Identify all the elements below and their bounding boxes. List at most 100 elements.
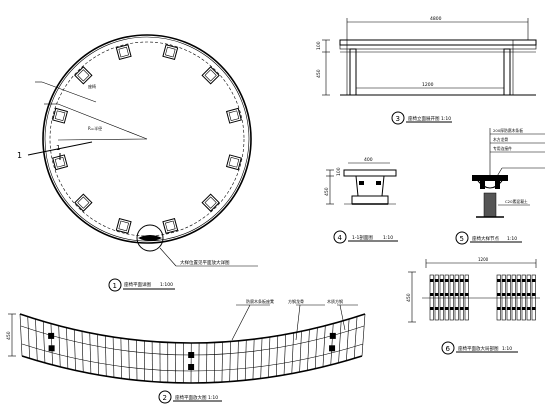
grid-slat-block bbox=[455, 307, 459, 310]
grid-slat-block bbox=[507, 307, 511, 310]
cut-mark-right: 1 bbox=[56, 144, 60, 152]
bench-plan-2: 450 防腐木条板座凳 方钢龙骨 木质方钢 2 座椅平面放大图 1:10 bbox=[6, 298, 365, 403]
detail5-note-1: 200厚防腐木条板 bbox=[493, 128, 523, 133]
bench-slat-line bbox=[35, 319, 37, 361]
plan-small-note: 座椅 bbox=[88, 83, 96, 89]
grid-slat-block bbox=[502, 307, 506, 310]
bench-slat-line bbox=[339, 321, 342, 362]
bench-support-block bbox=[188, 364, 194, 370]
bench-slat-line bbox=[222, 342, 223, 382]
elev6-title: 座椅平面放大局部图 bbox=[458, 345, 499, 352]
plan2-number: 2 bbox=[163, 394, 167, 402]
grid-slat-block bbox=[527, 279, 531, 282]
plan2-dim-side: 450 bbox=[6, 331, 12, 340]
grid-slat-block bbox=[532, 279, 536, 282]
plan-radius-note: R=半径 bbox=[88, 125, 102, 131]
elev6-dim-top: 1200 bbox=[478, 257, 489, 262]
elev3-scale: 1:10 bbox=[441, 116, 451, 122]
bench-slat-line bbox=[331, 324, 333, 365]
circular-plan: 座椅 R=半径 1 1 大样位置见平面放大详图 1 座椅平面详图 1:100 bbox=[17, 35, 258, 291]
bench-slat-line bbox=[90, 333, 91, 374]
seat-square bbox=[53, 108, 68, 123]
seat-square-inner bbox=[165, 47, 175, 57]
elev3-number: 3 bbox=[396, 115, 400, 123]
bench-slat-line bbox=[346, 319, 349, 361]
plan2-title: 座椅平面放大图 bbox=[175, 394, 207, 401]
bench-slat-line bbox=[237, 341, 238, 381]
bench-slat-line bbox=[74, 330, 75, 371]
bench-support-block bbox=[329, 345, 335, 351]
seat-square bbox=[116, 219, 131, 234]
elev3-dim-side-b: 100 bbox=[316, 41, 322, 50]
seat-square bbox=[163, 219, 178, 234]
bench-slat-line bbox=[323, 326, 325, 367]
grid-slat-block bbox=[522, 307, 526, 310]
grid-slat-block bbox=[502, 293, 506, 296]
grid-slat-block bbox=[502, 279, 506, 282]
grid-slat-block bbox=[435, 279, 439, 282]
grid-slat-block bbox=[430, 279, 434, 282]
plan2-label-2: 方钢龙骨 bbox=[288, 298, 304, 304]
grid-slat-block bbox=[522, 279, 526, 282]
section-4: 400 450 100 4 1-1剖面图 1:10 bbox=[324, 157, 398, 243]
detail5-note-3: 专用连接件 bbox=[493, 146, 512, 151]
cut-mark-left: 1 bbox=[17, 151, 22, 160]
detail5-number: 5 bbox=[460, 235, 464, 243]
bench-slat-line bbox=[129, 339, 130, 379]
detail-5: 200厚防腐木条板 木方龙骨 专用连接件 C20素混凝土 5 座椅大样节点 1:… bbox=[456, 128, 545, 244]
grid-slat-block bbox=[497, 293, 501, 296]
detail5-scale: 1:10 bbox=[507, 236, 517, 242]
grid-slat-block bbox=[522, 293, 526, 296]
elev3-title: 座椅立面展开图 bbox=[408, 115, 440, 122]
bench-slat-line bbox=[136, 340, 137, 380]
grid-slat-block bbox=[440, 293, 444, 296]
bench-slat-line bbox=[253, 339, 254, 379]
bench-slat-line bbox=[121, 338, 122, 378]
bench-slat-line bbox=[300, 331, 302, 372]
grid-slat-block bbox=[435, 293, 439, 296]
bench-slat-line bbox=[284, 334, 286, 375]
grid-slat-block bbox=[455, 293, 459, 296]
grid-slat-block bbox=[445, 307, 449, 310]
plan2-label-1: 防腐木条板座凳 bbox=[246, 298, 274, 304]
grid-slat-block bbox=[507, 293, 511, 296]
plan-1-scale: 1:100 bbox=[160, 282, 173, 288]
grid-slat-block bbox=[512, 293, 516, 296]
plan-callout-note: 大样位置见平面放大详图 bbox=[180, 259, 230, 266]
bench-slat-line bbox=[307, 330, 309, 371]
grid-slat-block bbox=[460, 293, 464, 296]
grid-slat-block bbox=[440, 307, 444, 310]
bench-slat-line bbox=[315, 328, 317, 369]
bench-slats bbox=[20, 314, 365, 383]
plan2-label-3: 木质方钢 bbox=[327, 298, 343, 304]
bench-support-block bbox=[49, 345, 55, 351]
bench-support-block bbox=[48, 333, 54, 339]
bench-support-block bbox=[188, 352, 194, 358]
grid-slat-block bbox=[497, 279, 501, 282]
grid-slat-block bbox=[517, 293, 521, 296]
bench-slat-line bbox=[268, 337, 269, 377]
bench-slat-line bbox=[28, 317, 30, 359]
bench-support-block bbox=[330, 333, 336, 339]
detail5-title: 座椅大样节点 bbox=[472, 235, 499, 242]
seat-square-inner bbox=[119, 47, 129, 57]
bench-slat-line bbox=[245, 340, 246, 380]
detail5-note-4: C20素混凝土 bbox=[505, 199, 528, 204]
bench-slat-line bbox=[292, 333, 294, 374]
grid-slat-block bbox=[455, 279, 459, 282]
bench-slat-line bbox=[59, 326, 61, 367]
elev3-dim-side-a: 450 bbox=[316, 69, 322, 78]
grid-slat-block bbox=[450, 293, 454, 296]
bench-slat-line bbox=[261, 338, 262, 378]
bench-slat-line bbox=[43, 321, 45, 362]
grid-slat-block bbox=[445, 279, 449, 282]
seat-square-inner bbox=[55, 111, 65, 121]
seat-square-inner bbox=[119, 221, 129, 231]
grid-slat-block bbox=[512, 307, 516, 310]
bench-slat-line bbox=[51, 324, 53, 365]
bench-slat-line bbox=[214, 342, 215, 382]
elev3-dim-bottom: 1200 bbox=[422, 82, 434, 88]
grid-slat-block bbox=[497, 307, 501, 310]
